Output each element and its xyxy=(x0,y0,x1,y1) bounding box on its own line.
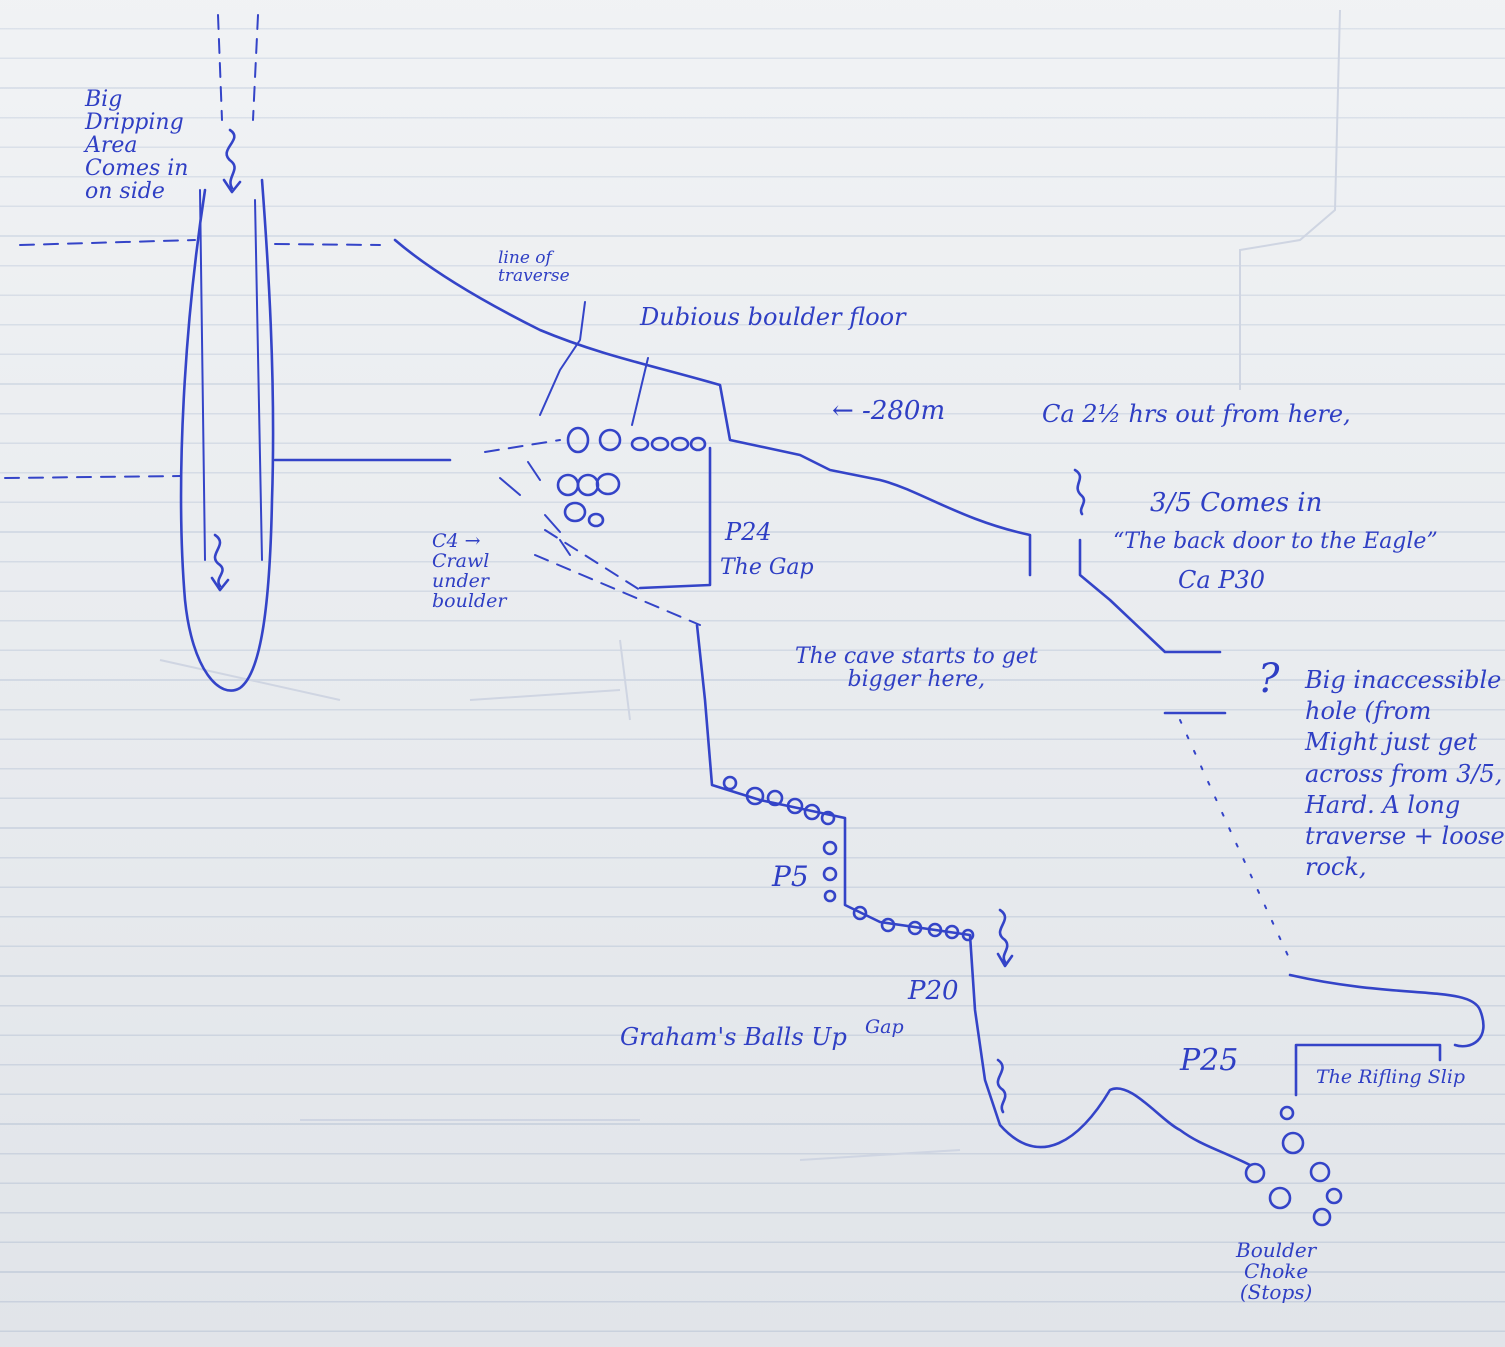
hole-dotted-traverse xyxy=(1179,719,1291,961)
lower-dashed-route xyxy=(534,554,701,626)
label-big-inaccessible-hole: Big inaccessible hole (from Might just g… xyxy=(1305,666,1505,882)
traverse-pointer xyxy=(539,301,586,416)
dripping-area-inner-line xyxy=(199,189,206,561)
label-rifling-slip: The Rifling Slip xyxy=(1316,1066,1466,1088)
traverse-end-curve xyxy=(1288,973,1485,1048)
label-back-door: “The back door to the Eagle” xyxy=(1113,529,1438,554)
water-flow-icon-4 xyxy=(996,1058,1007,1114)
crawl-marks xyxy=(499,461,571,556)
label-p5: P5 xyxy=(772,860,809,893)
label-ca-p30: Ca P30 xyxy=(1178,566,1265,594)
dotted-connector xyxy=(484,439,561,453)
three-five-passage xyxy=(1078,538,1222,654)
label-the-gap: The Gap xyxy=(720,555,814,580)
dripping-area-outline xyxy=(179,178,275,692)
label-p20: P20 xyxy=(908,976,959,1006)
main-passage-roof xyxy=(393,238,1032,577)
boulder-choke-cluster xyxy=(1244,1105,1343,1227)
label-line-of-traverse: line of traverse xyxy=(498,248,570,286)
label-big-dripping-area: Big Dripping Area Comes in on side xyxy=(85,87,189,205)
boulder-row-p5 xyxy=(722,775,975,942)
label-grahams-balls-up: Graham's Balls Up xyxy=(620,1023,847,1051)
water-flow-icon-5 xyxy=(1073,468,1086,516)
label-p25: P25 xyxy=(1180,1043,1239,1078)
label-boulder-choke: Boulder Choke (Stops) xyxy=(1236,1238,1317,1304)
boulder-cluster-top xyxy=(556,426,707,528)
dubious-pointer xyxy=(631,357,649,426)
label-c4-crawl: C4 → Crawl under boulder xyxy=(432,530,507,612)
label-question-mark: ? xyxy=(1258,656,1280,702)
left-passage-upper xyxy=(19,239,196,246)
label-gap-two: Gap xyxy=(865,1016,904,1038)
label-dubious-boulder-floor: Dubious boulder floor xyxy=(640,303,906,331)
label-depth: ← -280m xyxy=(832,396,946,426)
water-flow-icon-3 xyxy=(996,908,1014,968)
p24-shaft xyxy=(638,446,712,590)
left-passage-lower xyxy=(4,475,181,479)
show-through-marks xyxy=(159,9,1341,1161)
lower-shaft-route xyxy=(695,623,1252,1167)
top-shaft-dashes xyxy=(217,14,259,121)
right-passage-upper xyxy=(274,243,381,246)
label-p24: P24 xyxy=(725,518,772,546)
rifling-slip-bracket xyxy=(1294,1043,1442,1097)
water-flow-icon xyxy=(222,128,242,194)
label-cave-gets-bigger: The cave starts to get bigger here, xyxy=(795,644,1038,693)
label-hours-out: Ca 2½ hrs out from here, xyxy=(1042,400,1351,428)
lower-dashed-route-2 xyxy=(544,529,641,591)
water-flow-icon-2 xyxy=(210,533,230,592)
label-three-five-comes-in: 3/5 Comes in xyxy=(1150,488,1323,518)
